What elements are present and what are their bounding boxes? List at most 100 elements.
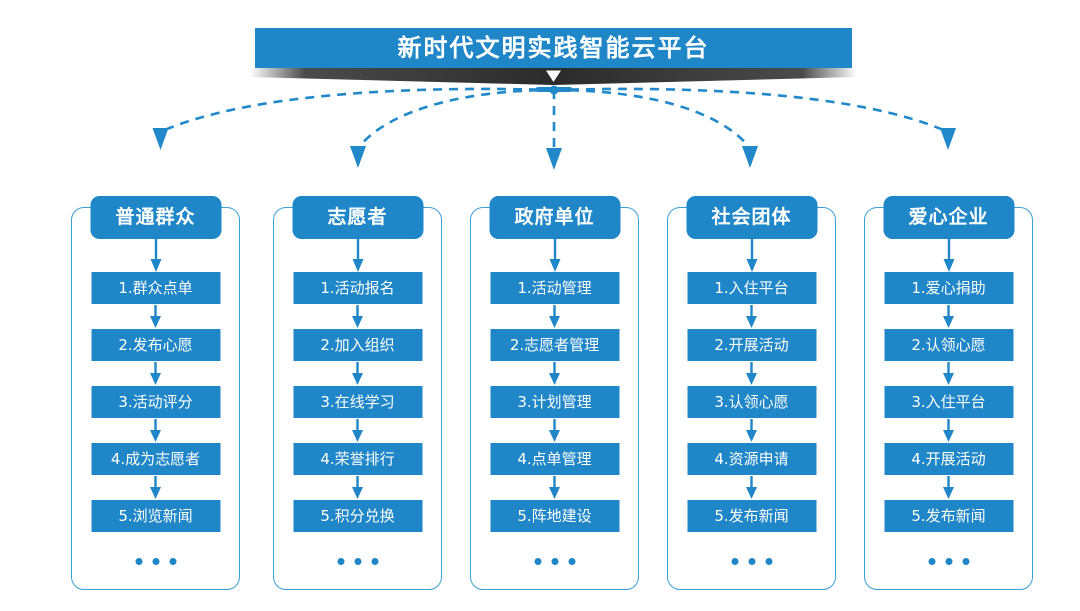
item-label: 4.荣誉排行 xyxy=(320,449,395,468)
ellipsis-dot xyxy=(337,557,344,565)
more-items-ellipsis xyxy=(91,548,220,574)
list-item[interactable]: 3.计划管理 xyxy=(490,386,619,442)
item-label: 1.活动管理 xyxy=(517,278,592,297)
item-label: 3.计划管理 xyxy=(517,392,592,411)
list-item[interactable]: 4.开展活动 xyxy=(884,443,1013,499)
list-item[interactable]: 5.浏览新闻 xyxy=(91,500,220,532)
item-label: 2.志愿者管理 xyxy=(509,335,600,354)
header-down-arrow xyxy=(746,239,757,272)
step-down-arrow xyxy=(943,476,954,499)
item-label: 2.开展活动 xyxy=(714,335,789,354)
column-caring-enterprise[interactable]: 爱心企业 1.爱心捐助 2.认领心愿 3.入住平台 xyxy=(864,196,1033,590)
list-item[interactable]: 2.开展活动 xyxy=(687,329,816,385)
column-items-general-public: 1.群众点单 2.发布心愿 3.活动评分 xyxy=(91,272,220,574)
item-label: 5.积分兑换 xyxy=(320,506,395,525)
more-items-ellipsis xyxy=(293,548,422,574)
list-item[interactable]: 2.加入组织 xyxy=(293,329,422,385)
column-items-caring-enterprise: 1.爱心捐助 2.认领心愿 3.入住平台 xyxy=(884,272,1013,574)
column-title: 普通群众 xyxy=(115,206,196,228)
page-title: 新时代文明实践智能云平台 xyxy=(397,34,710,62)
ellipsis-dot xyxy=(534,557,541,565)
list-item[interactable]: 5.发布新闻 xyxy=(687,500,816,532)
list-item[interactable]: 5.阵地建设 xyxy=(490,500,619,532)
column-header-volunteer[interactable]: 志愿者 xyxy=(292,196,423,239)
list-item[interactable]: 4.成为志愿者 xyxy=(91,443,220,499)
arrowhead-column-4 xyxy=(742,146,758,168)
list-item[interactable]: 1.群众点单 xyxy=(91,272,220,328)
list-item[interactable]: 5.积分兑换 xyxy=(293,500,422,532)
step-down-arrow xyxy=(943,362,954,385)
step-down-arrow xyxy=(150,305,161,328)
step-down-arrow xyxy=(746,476,757,499)
header-down-arrow xyxy=(150,239,161,272)
column-header-caring-enterprise[interactable]: 爱心企业 xyxy=(883,196,1014,239)
step-down-arrow xyxy=(150,362,161,385)
column-header-government-unit[interactable]: 政府单位 xyxy=(489,196,620,239)
connector-to-column-1 xyxy=(159,87,555,134)
connector-to-column-5 xyxy=(553,87,949,134)
column-header-social-group[interactable]: 社会团体 xyxy=(686,196,817,239)
list-item[interactable]: 3.认领心愿 xyxy=(687,386,816,442)
step-down-arrow xyxy=(352,419,363,442)
more-items-ellipsis xyxy=(490,548,619,574)
item-label: 3.在线学习 xyxy=(320,392,395,411)
list-item[interactable]: 4.荣誉排行 xyxy=(293,443,422,499)
column-social-group[interactable]: 社会团体 1.入住平台 2.开展活动 3.认领心愿 xyxy=(667,196,836,590)
list-item[interactable]: 2.发布心愿 xyxy=(91,329,220,385)
item-label: 5.浏览新闻 xyxy=(118,506,193,525)
ellipsis-dot xyxy=(945,557,952,565)
step-down-arrow xyxy=(352,362,363,385)
ellipsis-dot xyxy=(568,557,575,565)
header-down-arrow xyxy=(943,239,954,272)
step-down-arrow xyxy=(352,476,363,499)
header-down-arrow xyxy=(549,239,560,272)
column-government-unit[interactable]: 政府单位 1.活动管理 2.志愿者管理 3.计划管理 xyxy=(470,196,639,590)
item-label: 2.加入组织 xyxy=(320,335,395,354)
list-item[interactable]: 1.爱心捐助 xyxy=(884,272,1013,328)
list-item[interactable]: 1.入住平台 xyxy=(687,272,816,328)
step-down-arrow xyxy=(150,476,161,499)
item-label: 1.爱心捐助 xyxy=(911,278,986,297)
list-item[interactable]: 5.发布新闻 xyxy=(884,500,1013,532)
step-down-arrow xyxy=(943,419,954,442)
list-item[interactable]: 4.点单管理 xyxy=(490,443,619,499)
column-title: 爱心企业 xyxy=(908,206,989,228)
list-item[interactable]: 3.活动评分 xyxy=(91,386,220,442)
list-item[interactable]: 2.认领心愿 xyxy=(884,329,1013,385)
item-label: 3.活动评分 xyxy=(118,392,193,411)
list-item[interactable]: 3.入住平台 xyxy=(884,386,1013,442)
arrowhead-column-1 xyxy=(152,128,169,150)
column-items-government-unit: 1.活动管理 2.志愿者管理 3.计划管理 xyxy=(490,272,619,574)
item-label: 5.阵地建设 xyxy=(517,506,592,525)
item-label: 2.发布心愿 xyxy=(118,335,193,354)
arrowhead-column-3 xyxy=(546,148,562,170)
item-label: 3.入住平台 xyxy=(911,392,986,411)
list-item[interactable]: 1.活动报名 xyxy=(293,272,422,328)
list-item[interactable]: 4.资源申请 xyxy=(687,443,816,499)
ellipsis-dot xyxy=(354,557,361,565)
column-header-general-public[interactable]: 普通群众 xyxy=(90,196,221,239)
list-item[interactable]: 2.志愿者管理 xyxy=(490,329,619,385)
ellipsis-dot xyxy=(551,557,558,565)
column-items-social-group: 1.入住平台 2.开展活动 3.认领心愿 xyxy=(687,272,816,574)
ellipsis-dot xyxy=(748,557,755,565)
column-title: 志愿者 xyxy=(327,206,388,228)
step-down-arrow xyxy=(549,419,560,442)
item-label: 4.点单管理 xyxy=(517,449,592,468)
column-volunteer[interactable]: 志愿者 1.活动报名 2.加入组织 3.在线学习 xyxy=(273,196,442,590)
column-general-public[interactable]: 普通群众 1.群众点单 2.发布心愿 3.活动评分 xyxy=(71,196,240,590)
list-item[interactable]: 3.在线学习 xyxy=(293,386,422,442)
item-label: 1.群众点单 xyxy=(118,278,193,297)
item-label: 2.认领心愿 xyxy=(911,335,986,354)
item-label: 4.成为志愿者 xyxy=(110,449,201,468)
arrowhead-column-2 xyxy=(350,146,366,168)
list-item[interactable]: 1.活动管理 xyxy=(490,272,619,328)
ellipsis-dot xyxy=(928,557,935,565)
ellipsis-dot xyxy=(169,557,176,565)
title-ribbon-shadow xyxy=(250,68,857,85)
ellipsis-dot xyxy=(135,557,142,565)
ellipsis-dot xyxy=(152,557,159,565)
connector-to-column-2 xyxy=(356,88,555,149)
more-items-ellipsis xyxy=(687,548,816,574)
